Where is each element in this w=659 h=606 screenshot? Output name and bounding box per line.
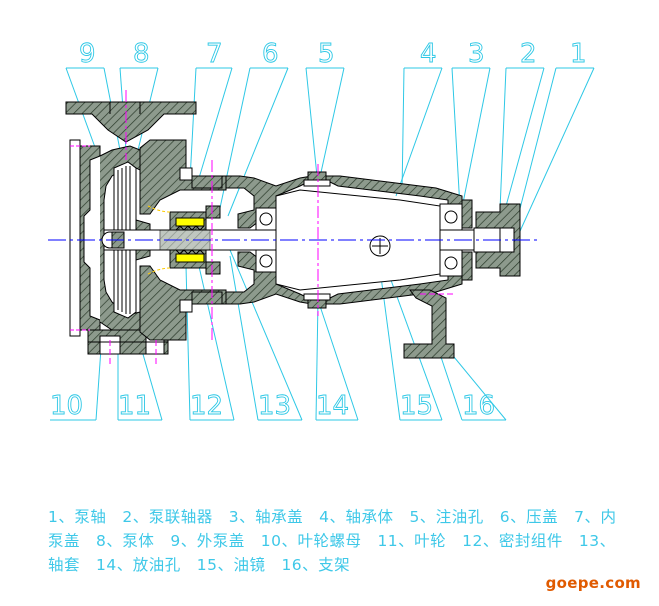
callout-labels-top: 9 8 7 6 5 4 3 2 1 <box>79 39 587 70</box>
callout-16: 16 <box>462 391 495 421</box>
bearing-housing <box>225 171 463 309</box>
callout-11: 11 <box>118 391 151 421</box>
callout-4: 4 <box>420 39 437 69</box>
callout-7: 7 <box>206 39 223 69</box>
callout-13: 13 <box>258 391 291 421</box>
watermark: goepe.com <box>545 574 641 592</box>
callout-5: 5 <box>318 39 335 69</box>
callout-2: 2 <box>520 39 537 69</box>
callout-12: 12 <box>190 391 223 421</box>
inner-pump-cover <box>139 139 227 341</box>
bearing-cover <box>461 199 473 281</box>
flow-markers <box>147 205 171 275</box>
callout-14: 14 <box>316 391 349 421</box>
callout-1: 1 <box>570 39 587 69</box>
parts-legend: 1、泵轴 2、泵联轴器 3、轴承盖 4、轴承体 5、注油孔 6、压盖 7、内泵盖… <box>48 508 617 574</box>
callout-9: 9 <box>79 39 96 69</box>
callout-8: 8 <box>133 39 150 69</box>
callout-10: 10 <box>50 391 83 421</box>
support-bracket <box>403 289 455 359</box>
bearings <box>255 203 463 277</box>
centerlines <box>48 90 540 364</box>
callout-3: 3 <box>468 39 485 69</box>
callout-labels-bottom: 10 11 12 13 14 15 16 <box>50 391 496 422</box>
callout-6: 6 <box>262 39 279 69</box>
callout-15: 15 <box>400 391 433 421</box>
